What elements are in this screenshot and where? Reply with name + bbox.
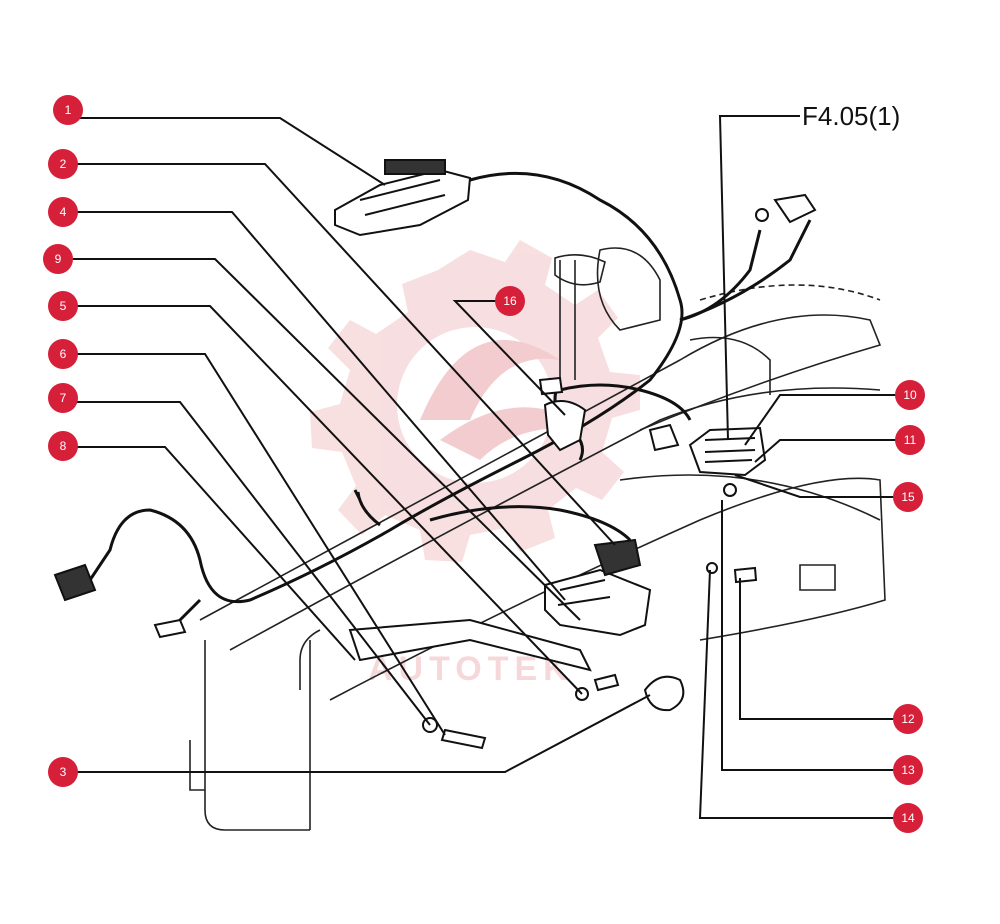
figure-reference: F4.05(1)	[802, 101, 900, 131]
callout-14: 14	[893, 803, 923, 833]
callout-label: 3	[60, 765, 67, 779]
callout-9: 9	[43, 244, 73, 274]
bulb-part-3	[643, 675, 685, 712]
bolt-part-12	[733, 566, 758, 584]
callout-13: 13	[893, 755, 923, 785]
callout-label: 14	[901, 811, 915, 825]
wiring-harness	[88, 171, 812, 632]
callout-label: 11	[904, 433, 917, 447]
callout-2: 2	[48, 149, 78, 179]
callout-label: 9	[55, 252, 62, 266]
callout-label: 16	[503, 294, 517, 308]
bolt-part-6	[440, 728, 487, 750]
connector-left	[53, 563, 97, 602]
callout-7: 7	[48, 383, 78, 413]
callout-11: 11	[895, 425, 925, 455]
callout-8: 8	[48, 431, 78, 461]
callout-5: 5	[48, 291, 78, 321]
callout-12: 12	[893, 704, 923, 734]
callout-label: 7	[60, 391, 67, 405]
connector-top-right	[773, 193, 817, 224]
callout-label: 15	[901, 490, 915, 504]
callout-label: 12	[901, 712, 915, 726]
callout-16: 16	[495, 286, 525, 316]
callout-4: 4	[48, 197, 78, 227]
callout-1: 1	[53, 95, 83, 125]
callout-label: 4	[60, 205, 67, 219]
callout-15: 15	[893, 482, 923, 512]
callout-6: 6	[48, 339, 78, 369]
callout-label: 1	[65, 103, 72, 117]
callout-3: 3	[48, 757, 78, 787]
callout-label: 10	[903, 388, 917, 402]
lamp-housing	[544, 568, 652, 637]
callout-label: 8	[60, 439, 67, 453]
parts	[53, 159, 817, 750]
mounting-bracket	[348, 618, 592, 672]
callout-label: 13	[901, 763, 915, 777]
callout-10: 10	[895, 380, 925, 410]
connector-part-1	[334, 168, 472, 237]
callout-label: 5	[60, 299, 67, 313]
callout-label: 6	[60, 347, 67, 361]
callout-label: 2	[60, 157, 67, 171]
leader-lines	[68, 115, 910, 819]
